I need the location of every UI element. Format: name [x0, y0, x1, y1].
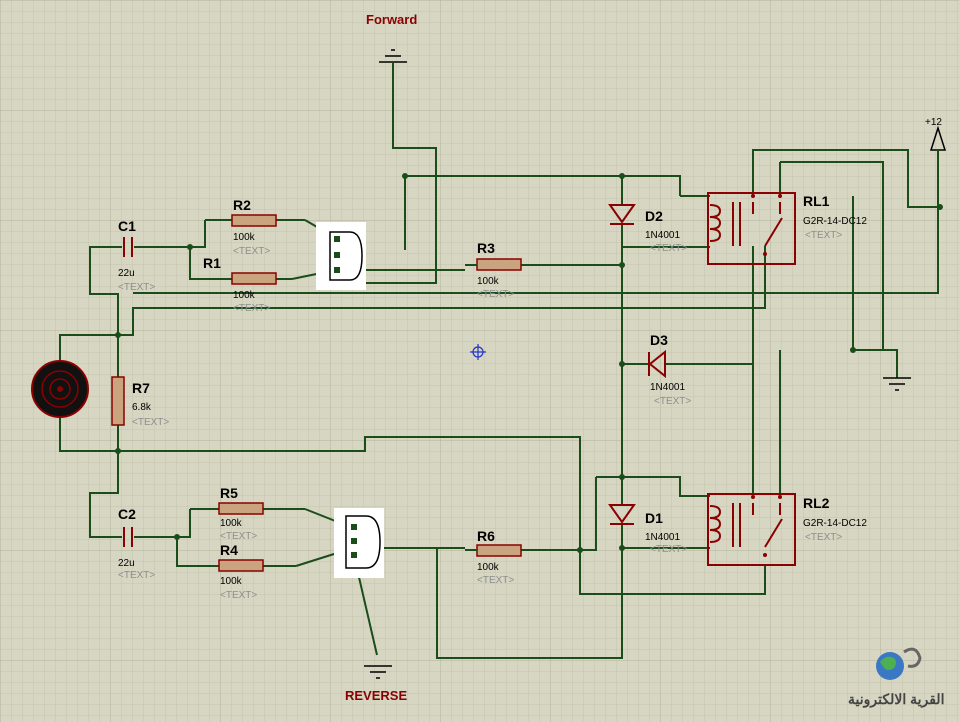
diode-d2[interactable]: [608, 204, 636, 225]
watermark-logo: القرية الالكترونية: [848, 647, 944, 708]
r3-ref: R3: [477, 240, 495, 256]
resistor-r7[interactable]: [111, 376, 125, 426]
relay-rl1[interactable]: [707, 192, 796, 265]
resistor-r3[interactable]: [465, 258, 522, 271]
d3-text: <TEXT>: [654, 396, 691, 407]
r2-text: <TEXT>: [233, 246, 270, 257]
d3-ref: D3: [650, 332, 668, 348]
r7-value: 6.8k: [132, 402, 152, 413]
c1-text: <TEXT>: [118, 282, 155, 293]
d2-ref: D2: [645, 208, 663, 224]
resistor-r6[interactable]: [465, 544, 522, 557]
r6-ref: R6: [477, 528, 495, 544]
rl1-ref: RL1: [803, 193, 830, 209]
motor[interactable]: [31, 360, 89, 418]
origin-marker-icon: [470, 344, 486, 360]
connector-reverse[interactable]: [334, 508, 384, 578]
connector-forward[interactable]: [316, 222, 366, 290]
d2-value: 1N4001: [645, 230, 680, 241]
watermark-text: القرية الالكترونية: [848, 691, 944, 708]
forward-label: Forward: [366, 12, 417, 27]
diode-d3[interactable]: [648, 349, 666, 379]
rl1-value: G2R-14-DC12: [803, 216, 867, 227]
capacitor-c1[interactable]: [108, 237, 148, 257]
r2-value: 100k: [233, 232, 256, 243]
supply-label: +12: [925, 117, 942, 128]
diode-d1[interactable]: [608, 504, 636, 525]
c2-text: <TEXT>: [118, 570, 155, 581]
r3-value: 100k: [477, 276, 500, 287]
junctions: [115, 173, 943, 553]
rl2-ref: RL2: [803, 495, 830, 511]
r6-text: <TEXT>: [477, 575, 514, 586]
d2-text: <TEXT>: [650, 243, 687, 254]
r4-value: 100k: [220, 576, 243, 587]
r5-value: 100k: [220, 518, 243, 529]
r6-value: 100k: [477, 562, 500, 573]
d1-text: <TEXT>: [650, 544, 687, 555]
rl2-text: <TEXT>: [805, 532, 842, 543]
r7-ref: R7: [132, 380, 150, 396]
forward-terminal[interactable]: [379, 49, 407, 70]
reverse-terminal[interactable]: [364, 665, 392, 679]
r5-text: <TEXT>: [220, 531, 257, 542]
supply-terminal[interactable]: [929, 125, 947, 155]
d1-ref: D1: [645, 510, 663, 526]
relay-rl2[interactable]: [707, 493, 796, 566]
r2-ref: R2: [233, 197, 251, 213]
r1-text: <TEXT>: [233, 303, 270, 314]
r4-ref: R4: [220, 542, 238, 558]
r5-ref: R5: [220, 485, 238, 501]
reverse-label: REVERSE: [345, 688, 407, 703]
ground-terminal[interactable]: [883, 377, 911, 391]
c1-value: 22u: [118, 268, 135, 279]
wires: [59, 62, 940, 659]
resistor-r4[interactable]: [218, 559, 264, 572]
r1-ref: R1: [203, 255, 221, 271]
resistor-r2[interactable]: [231, 214, 277, 227]
c2-ref: C2: [118, 506, 136, 522]
c2-value: 22u: [118, 558, 135, 569]
resistor-r5[interactable]: [218, 502, 264, 515]
rl2-value: G2R-14-DC12: [803, 518, 867, 529]
rl1-text: <TEXT>: [805, 230, 842, 241]
d1-value: 1N4001: [645, 532, 680, 543]
resistor-r1[interactable]: [231, 272, 277, 285]
d3-value: 1N4001: [650, 382, 685, 393]
r4-text: <TEXT>: [220, 590, 257, 601]
capacitor-c2[interactable]: [108, 527, 148, 547]
c1-ref: C1: [118, 218, 136, 234]
r1-value: 100k: [233, 290, 256, 301]
r3-text: <TEXT>: [477, 289, 514, 300]
r7-text: <TEXT>: [132, 417, 169, 428]
